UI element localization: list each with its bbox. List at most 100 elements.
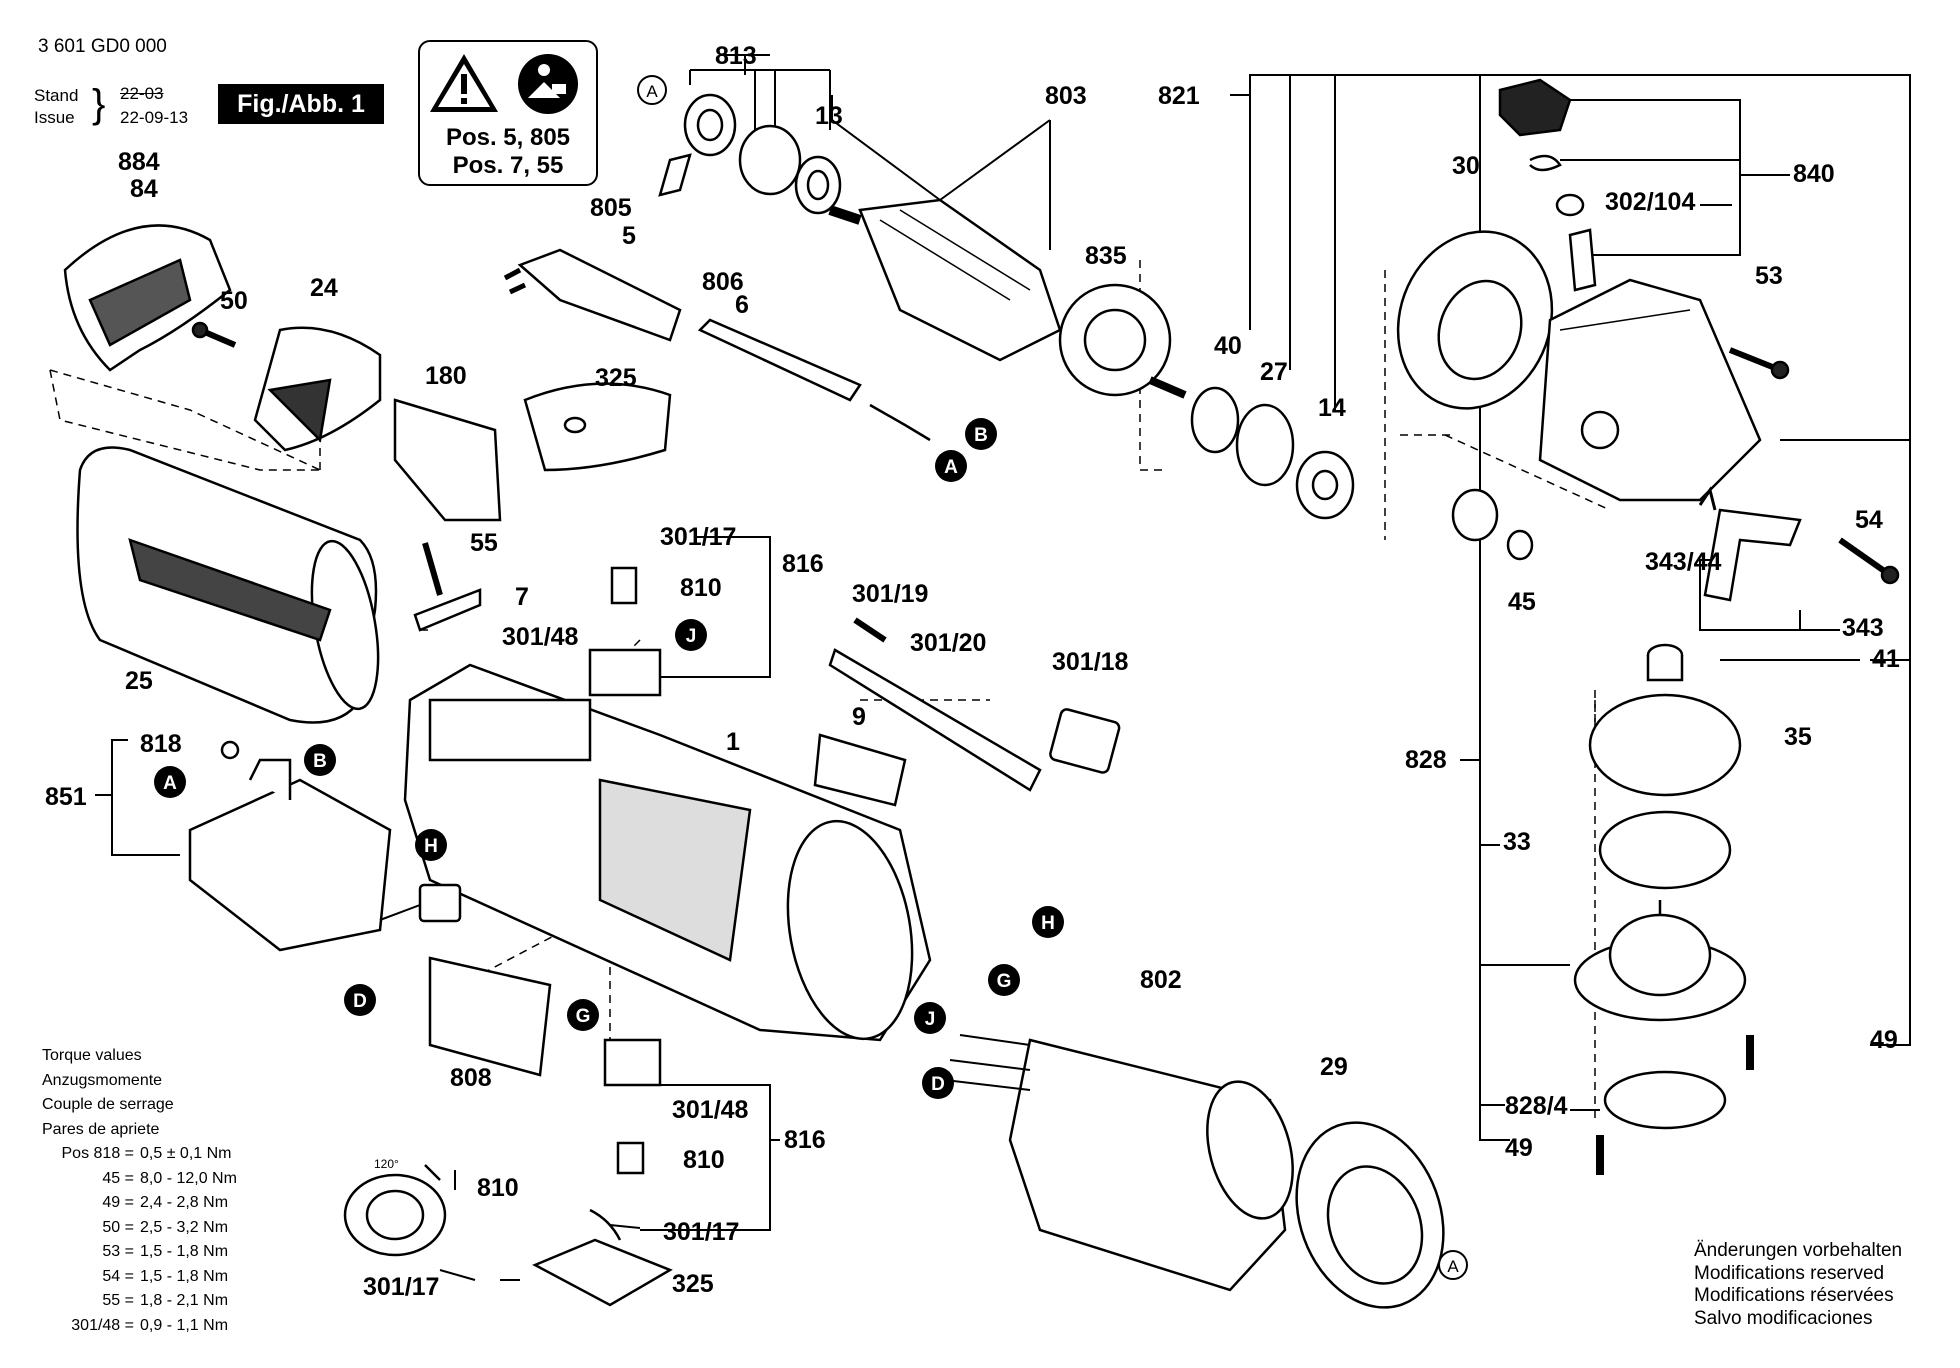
part-label-343-44: 343/44 (1645, 548, 1722, 576)
part-wire (869, 403, 931, 442)
part-lock-343 (1703, 508, 1802, 602)
marker-g-1: G (567, 999, 599, 1031)
part-label-6: 6 (735, 291, 749, 319)
part-brush-holder-bottom (589, 1038, 662, 1241)
part-flange-35 (1588, 693, 1742, 797)
svg-text:J: J (925, 1009, 936, 1030)
part-label-325-top: 325 (595, 364, 637, 392)
part-brush-holder-top (588, 566, 662, 697)
part-ring-27 (1235, 403, 1295, 487)
part-front-cover-84 (63, 224, 232, 372)
part-label-806: 806 (702, 268, 744, 296)
marker-b-1: B (965, 418, 997, 450)
part-label-14: 14 (1318, 394, 1346, 422)
modifications-fr: Modifications réservées (1694, 1285, 1894, 1306)
bracket-816-bottom (640, 1084, 780, 1231)
part-screw-53-head (1770, 360, 1790, 380)
part-screw-54-head (1880, 565, 1900, 585)
svg-text:A: A (1447, 1257, 1459, 1276)
bracket-343 (1699, 559, 1840, 631)
part-label-828-4: 828/4 (1505, 1092, 1568, 1120)
bracket-851 (95, 739, 180, 856)
part-label-816-top: 816 (782, 550, 824, 578)
part-label-29: 29 (1320, 1053, 1348, 1081)
part-label-884: 884 (118, 148, 160, 176)
part-label-33: 33 (1503, 828, 1531, 856)
part-housing-25 (76, 446, 380, 724)
marker-b-2: B (304, 744, 336, 776)
leader-821-branches (1249, 75, 1481, 410)
part-label-828: 828 (1405, 746, 1447, 774)
marker-a-4: A (1438, 1250, 1468, 1280)
figure-badge: Fig./Abb. 1 (218, 84, 384, 124)
leader-misc (439, 1224, 641, 1281)
part-label-55: 55 (470, 529, 498, 557)
safety-notice: Pos. 5, 805 Pos. 7, 55 (418, 40, 598, 186)
bracket-821 (1230, 74, 1911, 1046)
part-sheet-hole (563, 416, 587, 434)
marker-a-2: A (935, 450, 967, 482)
part-pinion-45 (1451, 488, 1534, 561)
svg-text:B: B (313, 751, 327, 772)
part-301-18 (1049, 708, 1121, 774)
part-bearing-13 (794, 155, 842, 215)
part-label-84: 84 (130, 175, 158, 203)
part-label-5: 5 (622, 222, 636, 250)
part-sleeve-41-body (1646, 655, 1684, 682)
modifications-notice: Änderungen vorbehalten Modifications res… (1694, 1240, 1902, 1330)
svg-text:J: J (686, 626, 697, 647)
part-label-343: 343 (1842, 614, 1884, 642)
marker-j-2: J (914, 1002, 946, 1034)
torque-row: Pos 818 =0,5 ± 0,1 Nm (61, 1145, 232, 1162)
torque-title-1: Torque values (42, 1047, 142, 1064)
part-label-9: 9 (852, 703, 866, 731)
part-label-813: 813 (715, 42, 757, 70)
part-gear-housing (1538, 278, 1762, 502)
part-label-40: 40 (1214, 332, 1242, 360)
marker-j-1: J (675, 619, 707, 651)
part-screw-55 (422, 542, 443, 596)
part-label-810-spring: 810 (477, 1174, 519, 1202)
part-brush-spring (658, 153, 692, 197)
leader-803 (831, 95, 1051, 250)
part-label-301-17-middle: 301/17 (663, 1218, 739, 1246)
part-label-35: 35 (1784, 723, 1812, 751)
part-label-325-bottom: 325 (672, 1270, 714, 1298)
safety-icons (430, 54, 578, 114)
torque-row: 50 =2,5 - 3,2 Nm (102, 1218, 229, 1236)
part-lock-spring (1698, 486, 1717, 511)
part-screw-818 (220, 740, 240, 760)
part-label-301-17-top: 301/17 (660, 523, 736, 551)
svg-text:G: G (997, 971, 1012, 992)
part-sheet-325-bottom (532, 1238, 673, 1307)
torque-row: 54 =1,5 - 1,8 Nm (102, 1267, 229, 1285)
read-manual-icon (518, 54, 578, 114)
part-sleeve-806 (697, 318, 862, 402)
part-label-301-48-top: 301/48 (502, 623, 579, 651)
part-bearing-14 (1295, 450, 1355, 520)
torque-row: 53 =1,5 - 1,8 Nm (102, 1243, 229, 1260)
parts-geometry (63, 78, 1900, 1309)
part-label-808: 808 (450, 1064, 492, 1092)
svg-text:G: G (576, 1006, 591, 1027)
part-label-50: 50 (220, 287, 248, 315)
part-label-802: 802 (1140, 966, 1182, 994)
part-label-301-20: 301/20 (910, 629, 986, 657)
torque-row: 45 =8,0 - 12,0 Nm (102, 1169, 237, 1187)
part-label-302-104: 302/104 (1605, 188, 1695, 216)
part-label-301-18: 301/18 (1052, 648, 1129, 676)
part-label-805: 805 (590, 194, 632, 222)
svg-text:H: H (424, 836, 438, 857)
part-ring-33 (1598, 810, 1732, 890)
part-motor-housing-1 (403, 663, 932, 1042)
brace: } (92, 82, 106, 126)
warning-triangle-icon (430, 54, 498, 112)
stand-label: Stand (34, 86, 79, 105)
torque-row: 49 =2,4 - 2,8 Nm (102, 1194, 229, 1211)
part-oring-302 (1555, 193, 1585, 217)
spring-angle: 120° (374, 1157, 399, 1171)
part-spring-301-17 (343, 1164, 447, 1257)
part-label-45: 45 (1508, 588, 1536, 616)
part-field-802 (944, 1034, 1294, 1292)
